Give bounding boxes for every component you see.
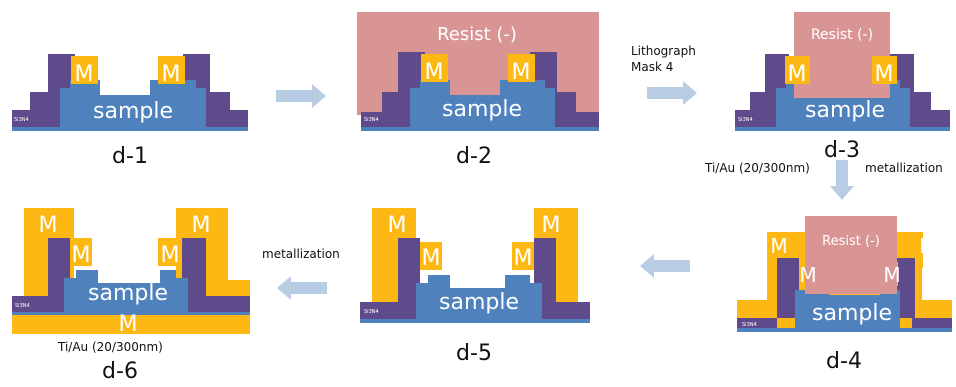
step-d5: M M M M sample Si3N4 d-5 <box>360 208 590 366</box>
annotation-metallization: metallization <box>865 161 943 175</box>
sample-block <box>60 80 206 127</box>
metal-pad-right <box>512 242 534 270</box>
bottom-metal-layer <box>12 314 250 334</box>
down-arrow-icon <box>830 160 854 200</box>
left-arrow-icon <box>640 254 690 278</box>
metal-label: M <box>161 243 180 268</box>
metal-pad-left <box>71 56 98 84</box>
left-arrow-icon <box>277 276 327 300</box>
substrate-label: Si3N4 <box>742 322 757 328</box>
metal-label: M <box>799 263 816 287</box>
annotation-tiau: Ti/Au (20/300nm) <box>57 340 163 354</box>
metal-pad-right <box>508 54 535 82</box>
resist-label: Resist (-) <box>822 234 880 249</box>
sample-block <box>64 270 188 312</box>
step-d3: M M Resist (-) sample Si3N4 d-3 <box>735 12 950 163</box>
metal-label: M <box>875 62 894 87</box>
metal-label: M <box>75 62 94 87</box>
metal-label: M <box>770 234 787 258</box>
sample-label: sample <box>805 98 885 123</box>
substrate-label: Si3N4 <box>364 309 379 315</box>
sample-label: sample <box>439 290 519 315</box>
metal-pad-left <box>785 56 810 84</box>
metal-pad-right <box>158 56 185 84</box>
step-label: d-1 <box>112 144 148 169</box>
sample-label: sample <box>442 97 522 122</box>
metal-label: M <box>425 60 444 85</box>
annotation-litho-line1: Lithograph <box>631 44 696 58</box>
step-label: d-2 <box>456 144 492 169</box>
metal-label: M <box>388 213 407 238</box>
substrate-label: Si3N4 <box>364 117 379 123</box>
right-arrow-icon <box>276 84 326 108</box>
metal-label: M <box>883 263 900 287</box>
step-d1: M M sample Si3N4 d-1 <box>12 54 248 169</box>
metal-label: M <box>542 213 561 238</box>
step-label: d-3 <box>824 138 860 163</box>
metal-label: M <box>162 62 181 87</box>
left-sidewall <box>777 258 799 318</box>
sample-label: sample <box>88 281 168 306</box>
metal-pad-left <box>421 54 448 82</box>
substrate-label: Si3N4 <box>15 303 30 309</box>
substrate-layer-right <box>912 318 952 330</box>
left-sidewall <box>398 238 420 302</box>
metal-label: M <box>72 243 91 268</box>
right-arrow-icon <box>647 81 697 105</box>
metal-label: M <box>919 234 936 258</box>
metal-label: M <box>422 246 441 271</box>
annotation-tiau: Ti/Au (20/300nm) <box>704 161 810 175</box>
resist-label: Resist (-) <box>437 24 517 45</box>
metal-pad-left <box>420 242 442 270</box>
sample-label: sample <box>93 99 173 124</box>
step-label: d-4 <box>826 349 862 374</box>
sample-label: sample <box>812 301 892 326</box>
metal-pad-left <box>70 238 92 266</box>
metal-label: M <box>512 60 531 85</box>
sample-block <box>410 80 555 127</box>
metal-label: M <box>39 213 58 238</box>
substrate-layer-left <box>737 318 777 330</box>
step-label: d-6 <box>102 359 138 384</box>
resist-label: Resist (-) <box>811 27 873 43</box>
metal-label: M <box>119 312 138 337</box>
annotation-metallization: metallization <box>262 247 340 261</box>
annotation-litho-line2: Mask 4 <box>631 60 673 74</box>
metal-label: M <box>192 213 211 238</box>
substrate-label: Si3N4 <box>14 117 29 123</box>
metal-pad-right <box>158 238 182 266</box>
metal-label: M <box>514 246 533 271</box>
step-d6: M M M M sample M Si3N4 Ti/Au (20/300nm) … <box>12 208 250 384</box>
step-label: d-5 <box>456 341 492 366</box>
substrate-label: Si3N4 <box>738 117 753 123</box>
resist-block <box>805 216 897 294</box>
step-d4: M M M M Resist (-) sample Si3N4 d-4 <box>737 216 952 374</box>
step-d2: M M sample Resist (-) Si3N4 d-2 <box>357 12 599 169</box>
metal-pad-right <box>872 56 897 84</box>
sample-block <box>416 275 542 319</box>
metal-label: M <box>788 62 807 87</box>
